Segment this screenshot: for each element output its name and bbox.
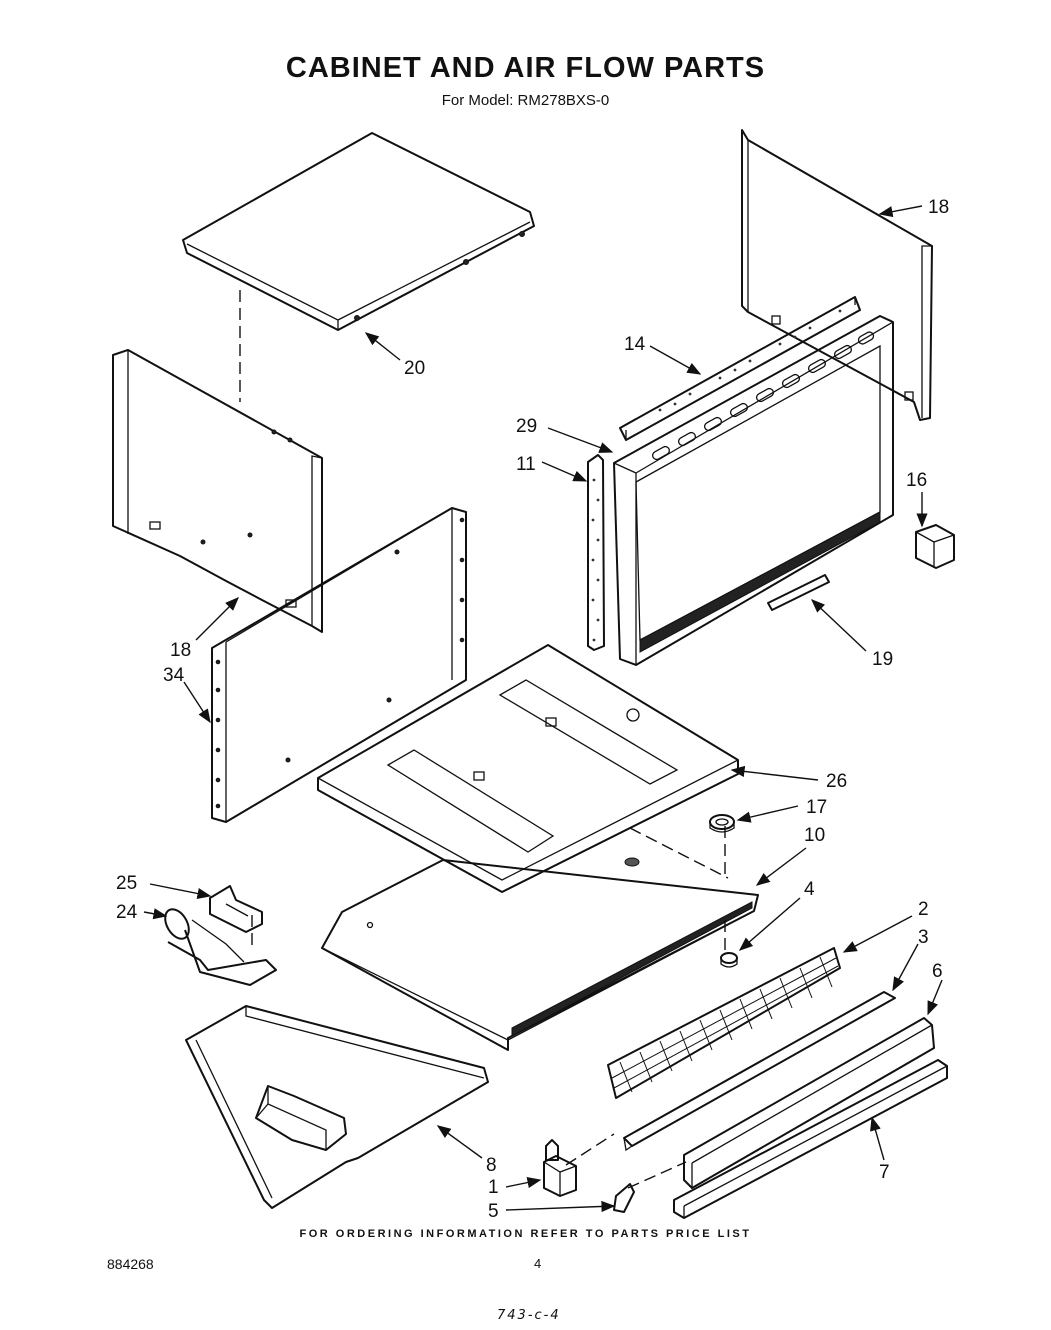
callout-8: 8 bbox=[486, 1155, 497, 1176]
grommet bbox=[709, 814, 735, 833]
leader-lines bbox=[143, 205, 943, 1213]
side-panel-left bbox=[112, 349, 323, 633]
callout-7: 7 bbox=[879, 1162, 890, 1183]
callout-5: 5 bbox=[488, 1201, 499, 1222]
base-pan-8 bbox=[185, 1005, 489, 1209]
callout-6: 6 bbox=[932, 961, 943, 982]
callout-1: 1 bbox=[488, 1177, 499, 1198]
front-frame bbox=[613, 315, 894, 666]
callout-16: 16 bbox=[906, 470, 927, 491]
top-gasket-strip bbox=[619, 296, 861, 441]
callout-18-right: 18 bbox=[928, 197, 949, 218]
rear-panel-right bbox=[741, 129, 933, 421]
model-subtitle: For Model: RM278BXS-0 bbox=[441, 92, 610, 109]
callout-20: 20 bbox=[404, 358, 425, 379]
side-panel-lower bbox=[211, 507, 467, 823]
document-number: 884268 bbox=[107, 1256, 154, 1272]
page-title: CABINET AND AIR FLOW PARTS bbox=[285, 52, 766, 84]
callout-3: 3 bbox=[918, 927, 929, 948]
callout-25: 25 bbox=[116, 873, 137, 894]
round-clip bbox=[720, 952, 738, 968]
handwritten-code: 743-c-4 bbox=[497, 1308, 561, 1323]
label-strip bbox=[767, 574, 830, 611]
callout-11: 11 bbox=[516, 454, 536, 475]
callout-10: 10 bbox=[804, 825, 825, 846]
callout-19: 19 bbox=[872, 649, 893, 670]
ordering-note: FOR ORDERING INFORMATION REFER TO PARTS … bbox=[299, 1228, 752, 1240]
side-gasket-strip bbox=[587, 454, 605, 651]
callout-labels: 20 18 14 29 11 16 19 18 34 26 17 10 25 2… bbox=[116, 197, 949, 1222]
knob-5 bbox=[613, 1183, 635, 1213]
mesh-grille bbox=[607, 947, 841, 1099]
small-block-part bbox=[915, 524, 955, 569]
callout-29: 29 bbox=[516, 416, 537, 437]
callout-4: 4 bbox=[804, 879, 815, 900]
callout-14: 14 bbox=[624, 334, 646, 355]
callout-2: 2 bbox=[918, 899, 929, 920]
channel-6 bbox=[683, 1017, 935, 1189]
trim-7 bbox=[673, 1059, 948, 1219]
callout-17: 17 bbox=[806, 797, 827, 818]
top-cover-panel bbox=[182, 132, 535, 331]
page-number: 4 bbox=[534, 1256, 542, 1271]
base-shelf bbox=[317, 644, 739, 893]
callout-26: 26 bbox=[826, 771, 847, 792]
assembly-lines bbox=[239, 290, 729, 1189]
bracket-25 bbox=[209, 885, 263, 933]
duct-24 bbox=[164, 908, 277, 986]
air-strip-3 bbox=[623, 991, 896, 1152]
callout-18-left: 18 bbox=[170, 640, 191, 661]
callout-34: 34 bbox=[163, 665, 185, 686]
air-flow-plate bbox=[321, 857, 759, 1051]
callout-24: 24 bbox=[116, 902, 138, 923]
switch-1 bbox=[543, 1139, 577, 1197]
